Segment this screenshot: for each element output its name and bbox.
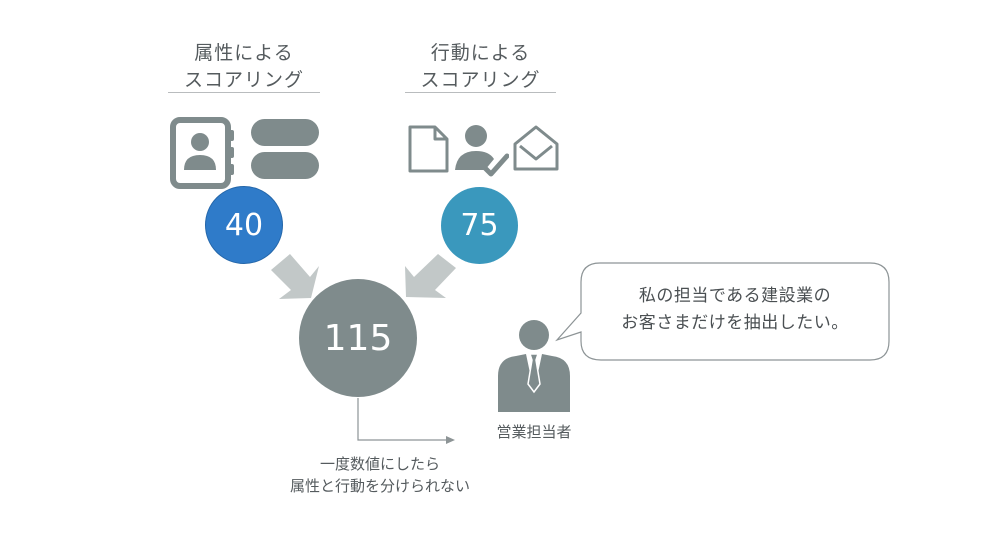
bubble-line2: お客さまだけを抽出したい。 [621,313,849,333]
behavior-score-value: 75 [460,208,499,243]
behavior-scoring-heading: 行動による スコアリング [405,40,556,94]
salesperson-label: 営業担当者 [496,423,572,441]
total-score-value: 115 [323,317,393,359]
caption: 一度数値にしたら 属性と行動を分けられない [265,453,495,497]
attribute-score-circle: 40 [205,186,283,264]
arrow-from-attribute [271,254,319,299]
attribute-scoring-heading: 属性による スコアリング [168,40,320,94]
document-icon [408,125,449,173]
contact-book-icon [170,117,234,189]
caption-line1: 一度数値にしたら [319,455,440,473]
total-score-circle: 115 [299,279,417,397]
attribute-heading-line1: 属性による [194,42,294,64]
behavior-heading-line1: 行動による [430,42,531,64]
attribute-heading-rule [168,92,320,93]
arrow-from-behavior [405,254,456,298]
behavior-heading-line2: スコアリング [420,69,541,91]
attribute-heading-line2: スコアリング [183,69,304,91]
caption-line2: 属性と行動を分けられない [289,477,470,495]
open-envelope-icon [513,125,559,171]
attribute-score-value: 40 [224,207,264,243]
caption-connector-arrowhead [446,436,455,444]
salesperson-icon [498,320,570,412]
behavior-score-circle: 75 [441,187,518,264]
database-icon [251,119,319,179]
speech-bubble-text: 私の担当である建設業の お客さまだけを抽出したい。 [590,283,880,337]
person-check-icon [455,125,509,177]
caption-connector-line [357,398,446,441]
behavior-heading-rule [405,92,556,93]
bubble-line1: 私の担当である建設業の [638,286,832,306]
